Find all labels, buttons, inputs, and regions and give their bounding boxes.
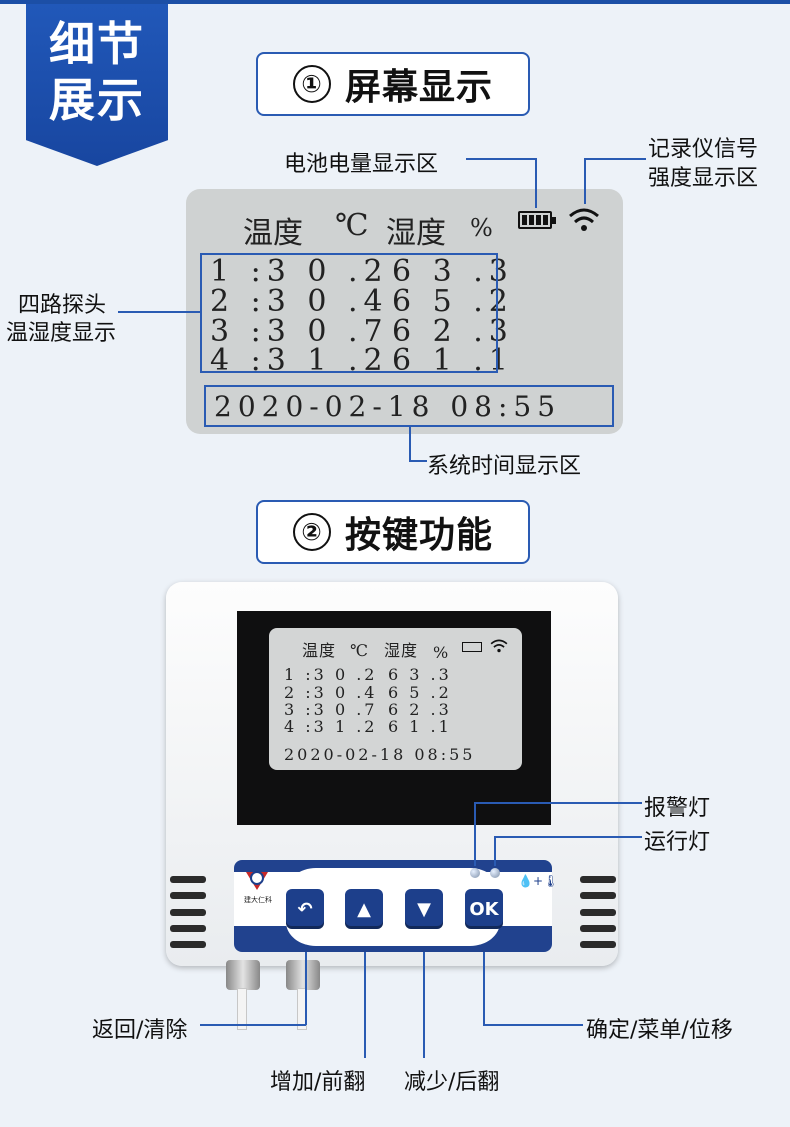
cable-gland-1 [226,960,260,990]
cable-1 [237,988,247,1030]
callout-signal-2: 强度显示区 [648,166,759,191]
lcd-row-4: 4 :3 1 .2 [210,346,389,376]
tag-line-2: 展示 [49,73,145,127]
temp-value: :3 1 .2 [250,343,389,378]
mini-temp: :3 0 .7 [305,700,378,719]
mini-header-humid-unit: % [433,643,452,662]
temp-value: :3 0 .2 [250,254,389,289]
callout-battery: 电池电量显示区 [284,152,439,177]
control-panel [234,860,552,952]
callout-probes-2: 温湿度显示 [6,321,117,346]
mini-temp: :3 0 .4 [305,683,378,702]
battery-icon [518,211,556,229]
callout-time: 系统时间显示区 [427,454,582,479]
mini-row-4: 4 :3 1 .2 [284,717,378,736]
top-border [0,0,790,4]
probe-number: 3 [210,314,236,349]
up-button[interactable]: ▲ [345,889,383,929]
callout-down: 减少/后翻 [404,1070,500,1095]
lcd-datetime: 2020-02-18 08:55 [214,390,562,423]
datetime-area-box [204,385,614,427]
lcd-row-3: 3 :3 0 .7 [210,317,389,347]
lcd-header-humid-unit: % [470,214,493,242]
mini-row-1: 1 :3 0 .2 [284,665,378,684]
alarm-led [470,868,480,878]
section-title-text-2: 按键功能 [344,515,493,556]
callout-run-led: 运行灯 [644,830,711,855]
sensor-icon: 💧+🌡 [518,874,559,888]
mini-temp: :3 1 .2 [305,717,378,736]
section-number-1: ① [292,65,331,103]
lcd-row-3-humid: 6 2 .3 [392,314,514,349]
callout-ok: 确定/菜单/位移 [586,1018,733,1043]
probe-number: 2 [210,284,236,319]
probe-number: 4 [210,343,236,378]
brand-name: 建大仁科 [244,896,272,904]
mini-row-3-humid: 6 2 .3 [388,700,452,719]
mini-probe: 1 [284,665,298,684]
mini-temp: :3 0 .2 [305,665,378,684]
mini-probe: 2 [284,683,298,702]
mini-row-1-humid: 6 3 .3 [388,665,452,684]
mini-probe: 4 [284,717,298,736]
callout-probes-1: 四路探头 [18,293,107,318]
section-title-buttons: ② 按键功能 [256,500,530,564]
mini-probe: 3 [284,700,298,719]
lcd-row-4-humid: 6 1 .1 [392,343,514,378]
tag-line-1: 细节 [49,17,145,71]
temp-value: :3 0 .4 [250,284,389,319]
mini-header-temp-unit: ℃ [350,641,371,660]
mini-row-4-humid: 6 1 .1 [388,717,452,736]
mini-header-temp: 温度 [302,641,337,660]
lcd-row-1: 1 :3 0 .2 [210,257,389,287]
lcd-header-temp-unit: ℃ [335,208,369,243]
back-clear-button[interactable]: ↶ [286,889,324,929]
section-title-text-1: 屏幕显示 [344,67,493,108]
brand-logo-icon [246,871,268,890]
lcd-row-1-humid: 6 3 .3 [392,254,514,289]
detail-tag: 细节 展示 [26,4,168,166]
down-button[interactable]: ▼ [405,889,443,929]
callout-back: 返回/清除 [92,1018,188,1043]
mini-row-2: 2 :3 0 .4 [284,683,378,702]
temp-value: :3 0 .7 [250,314,389,349]
run-led [490,868,500,878]
lcd-header-temp: 温度 [243,216,303,251]
vent-left [170,876,206,948]
section-number-2: ② [292,513,331,551]
callout-signal-1: 记录仪信号 [648,137,759,162]
mini-battery-icon [462,642,482,652]
lcd-row-2: 2 :3 0 .4 [210,287,389,317]
lcd-display-large [186,189,623,434]
probe-area-box [200,253,498,373]
wifi-signal-icon [569,208,599,231]
mini-datetime: 2020-02-18 08:55 [284,745,476,764]
mini-row-3: 3 :3 0 .7 [284,700,378,719]
section-title-screen: ① 屏幕显示 [256,52,530,116]
callout-up: 增加/前翻 [270,1070,366,1095]
probe-number: 1 [210,254,236,289]
lcd-header-humid: 湿度 [386,216,446,251]
mini-row-2-humid: 6 5 .2 [388,683,452,702]
cable-gland-2 [286,960,320,990]
mini-wifi-icon [490,639,508,653]
ok-button[interactable]: OK [465,889,503,929]
mini-header-humid: 湿度 [384,641,419,660]
lcd-row-2-humid: 6 5 .2 [392,284,514,319]
vent-right [580,876,616,948]
callout-alarm-led: 报警灯 [644,796,711,821]
